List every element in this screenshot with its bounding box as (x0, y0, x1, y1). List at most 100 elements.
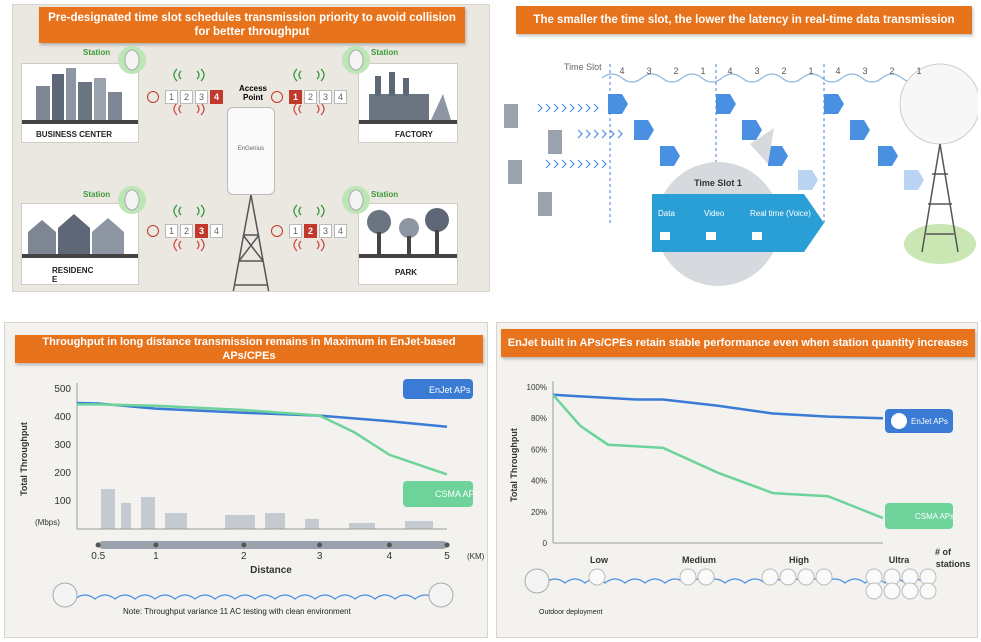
station-device-icon (883, 582, 901, 600)
time-slot-cell: 4 (210, 90, 223, 104)
distance-road (99, 541, 447, 549)
station-device-icon (797, 568, 815, 586)
station-label: Station (83, 48, 111, 57)
bubble-item-label: Video (704, 209, 725, 218)
x-tick-dot (444, 542, 450, 548)
wireless-link-wave (74, 594, 436, 600)
x-axis-label: Distance (250, 565, 292, 576)
bubble-pointer (750, 128, 774, 164)
long-distance-panel: Throughput in long distance transmission… (4, 322, 488, 638)
cpe-antenna-icon (524, 568, 550, 594)
slot-number: 2 (673, 66, 678, 76)
signal-waves (293, 68, 325, 116)
station-antenna-icon (118, 186, 146, 214)
time-slot-cell: 2 (180, 224, 193, 238)
enjet-legend-badge (403, 379, 473, 399)
csma-series-line (77, 403, 448, 476)
wave-line (601, 73, 963, 83)
x-tick-label: 5 (444, 551, 450, 562)
arrow-chevrons (608, 94, 924, 190)
station-device-icon (919, 582, 937, 600)
x-tick-label: 4 (387, 551, 393, 562)
x-tick-label: Medium (682, 555, 716, 565)
factory-box: FACTORY (358, 63, 458, 143)
time-slot-cell: 2 (304, 90, 317, 104)
csma-legend-badge (885, 503, 953, 529)
station-label: Station (371, 190, 399, 199)
location-park: PARK (395, 268, 418, 277)
ap-dish-icon (899, 63, 978, 145)
signal-waves (293, 204, 325, 252)
slot-number: 2 (781, 66, 786, 76)
station-device-icon (865, 582, 883, 600)
station-device-icon (815, 568, 833, 586)
timer-icon (147, 91, 159, 103)
station-device-icon (761, 568, 779, 586)
station-antenna-icon (342, 186, 370, 214)
time-slot-cell: 3 (195, 224, 208, 238)
bubble-card-bg (652, 194, 804, 252)
time-slot-cell: 1 (289, 90, 302, 104)
y-tick-label: 20% (531, 508, 547, 517)
station-device-icon (679, 568, 697, 586)
x-tick-dot (95, 542, 101, 548)
slot-number: 4 (619, 66, 624, 76)
outdoor-deployment-label: Outdoor deployment (539, 609, 603, 616)
time-slot-cell: 3 (319, 224, 332, 238)
houses-icon (22, 214, 138, 258)
timer-icon (147, 225, 159, 237)
timer-icon (271, 91, 283, 103)
access-point-device: EnGenius (227, 107, 275, 195)
time-slot-label: Time Slot (564, 62, 602, 72)
streaming-arrows (537, 103, 623, 169)
location-business-center: BUSINESS CENTER (36, 130, 113, 139)
station-antenna-icon (342, 46, 370, 74)
time-slot-cell: 2 (304, 224, 317, 238)
station-label: Station (371, 48, 399, 57)
station-label: Station (83, 190, 111, 199)
y-tick-label: 100 (54, 496, 71, 507)
bubble-item-icon (706, 232, 716, 240)
business-center-box: BUSINESS CENTER (21, 63, 139, 143)
cpe-antenna-icon (428, 582, 454, 608)
slot-number: 2 (889, 66, 894, 76)
panel3-title: Throughput in long distance transmission… (15, 335, 483, 363)
client-devices (504, 104, 562, 216)
access-point-label: Access Point (238, 84, 268, 102)
station-device-icon (901, 582, 919, 600)
enjet-legend-label: EnJet APs (911, 417, 948, 426)
x-axis-label: # of (935, 547, 952, 557)
buildings-icon (22, 68, 138, 124)
slot-number: 4 (727, 66, 732, 76)
latency-panel: The smaller the time slot, the lower the… (498, 4, 978, 292)
trees-icon (359, 208, 457, 258)
time-slot-cell: 4 (334, 224, 347, 238)
x-axis-label-line2: stations (936, 559, 971, 569)
slot-number: 1 (916, 66, 921, 76)
park-box: PARK (358, 203, 458, 285)
enjet-series-line (76, 401, 448, 429)
panel4-title: EnJet built in APs/CPEs retain stable pe… (501, 329, 975, 357)
cpe-antenna-icon (52, 582, 78, 608)
x-tick-label: 2 (241, 551, 247, 562)
testing-note: Note: Throughput variance 11 AC testing … (123, 607, 351, 616)
x-tick-label: 3 (317, 551, 323, 562)
x-tick-label: Ultra (889, 555, 910, 565)
panel2-title: The smaller the time slot, the lower the… (516, 6, 972, 34)
signal-waves (173, 68, 205, 116)
slot-number: 4 (835, 66, 840, 76)
station-quantity-panel: EnJet built in APs/CPEs retain stable pe… (496, 322, 978, 638)
y-tick-label: 300 (54, 440, 71, 451)
station-device-icon (697, 568, 715, 586)
time-slot-cell: 1 (165, 90, 178, 104)
location-residence: RESIDENC E (52, 266, 94, 284)
y-tick-label: 80% (531, 414, 547, 423)
bubble-title: Time Slot 1 (694, 178, 742, 188)
signal-waves (173, 204, 205, 252)
slot-number: 3 (862, 66, 867, 76)
tower-icon (921, 143, 959, 253)
